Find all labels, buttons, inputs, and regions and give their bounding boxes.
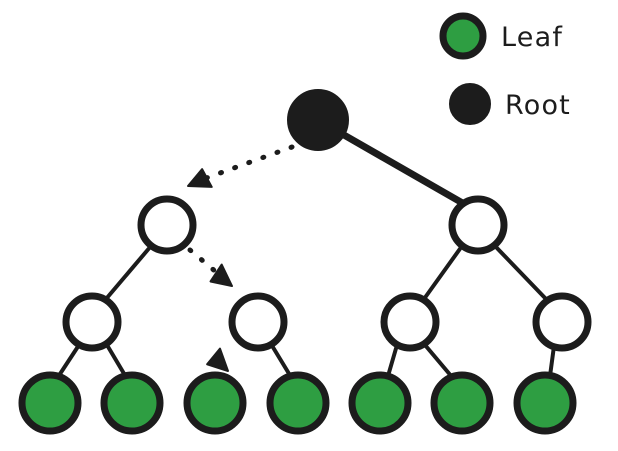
internal-node-rr[interactable] bbox=[532, 292, 592, 352]
traversal-arrow-root-to-left-arrowhead-icon bbox=[187, 168, 213, 188]
leaf-node-2[interactable] bbox=[100, 371, 164, 435]
traversal-arrow-left-to-lr bbox=[187, 247, 233, 287]
edge-right-rl bbox=[422, 244, 464, 301]
edge-lr-leaf4 bbox=[269, 342, 293, 379]
root-node[interactable] bbox=[287, 89, 349, 151]
leaf-node-5[interactable] bbox=[348, 371, 412, 435]
edges-layer bbox=[56, 131, 556, 379]
legend-swatch-leaf-icon bbox=[439, 12, 487, 60]
edge-rl-leaf6 bbox=[423, 343, 454, 379]
traversal-arrow-lr-to-leaf3 bbox=[206, 347, 229, 372]
traversal-arrow-left-to-lr-arrowhead-icon bbox=[209, 263, 233, 287]
traversal-arrow-lr-to-leaf3-arrowhead-icon bbox=[206, 347, 229, 372]
traversal-arrows-layer bbox=[187, 144, 295, 372]
legend-item-root: Root bbox=[449, 83, 571, 125]
legend-item-leaf: Leaf bbox=[439, 12, 563, 60]
edge-ll-leaf2 bbox=[105, 343, 128, 379]
edge-left-ll bbox=[104, 244, 153, 301]
leaf-node-1[interactable] bbox=[18, 371, 82, 435]
edge-rl-leaf5 bbox=[386, 343, 399, 378]
nodes-layer bbox=[18, 89, 592, 435]
leaf-node-4[interactable] bbox=[266, 371, 330, 435]
leaf-node-3[interactable] bbox=[183, 371, 247, 435]
edge-root-right bbox=[340, 131, 470, 209]
traversal-arrow-root-to-left-dotted-line bbox=[195, 144, 295, 184]
traversal-arrow-root-to-left bbox=[187, 144, 295, 188]
internal-node-right[interactable] bbox=[448, 195, 508, 255]
edge-right-rr bbox=[493, 244, 548, 301]
internal-node-rl[interactable] bbox=[380, 292, 440, 352]
internal-node-ll[interactable] bbox=[62, 292, 122, 352]
edge-ll-leaf1 bbox=[56, 343, 81, 379]
leaf-node-6[interactable] bbox=[430, 371, 494, 435]
leaf-node-7[interactable] bbox=[513, 371, 577, 435]
legend-label-root: Root bbox=[505, 90, 571, 121]
internal-node-lr[interactable] bbox=[228, 292, 288, 352]
edge-rr-leaf7 bbox=[548, 344, 556, 378]
legend-swatch-root-icon bbox=[449, 83, 491, 125]
legend-label-leaf: Leaf bbox=[501, 22, 563, 53]
internal-node-left[interactable] bbox=[137, 195, 197, 255]
